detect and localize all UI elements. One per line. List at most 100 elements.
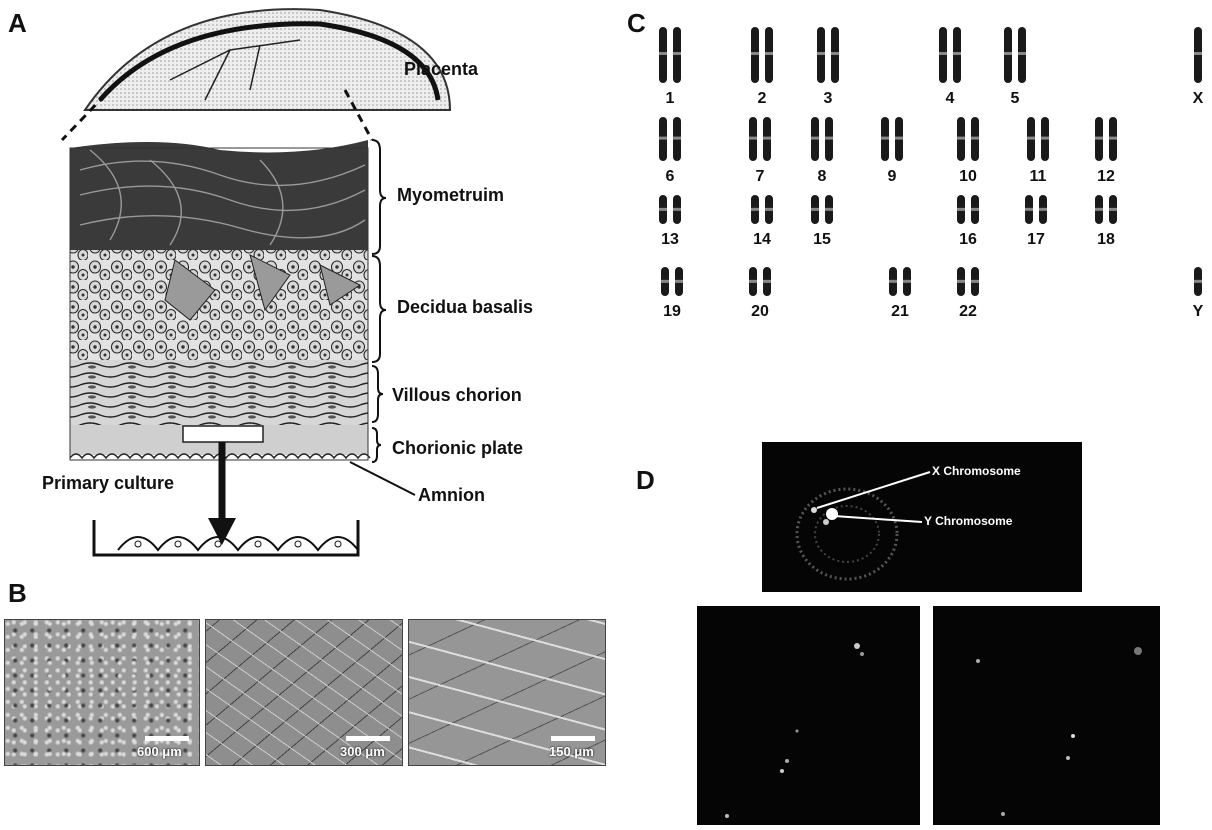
chromosome-4: 4 bbox=[930, 25, 970, 108]
chromosome-18: 18 bbox=[1086, 193, 1126, 249]
label-decidua-basalis: Decidua basalis bbox=[397, 297, 533, 318]
chromosome-pair-11 bbox=[1018, 115, 1058, 163]
chromosome-number: 17 bbox=[1016, 231, 1056, 249]
fish-left-signals bbox=[697, 606, 920, 825]
scale-bar bbox=[145, 736, 189, 741]
panel-a: Placenta Myometruim Decidua basalis Vill… bbox=[0, 0, 600, 570]
micrograph-600: 600 μm bbox=[4, 619, 200, 766]
chromosome-number: X bbox=[1178, 90, 1212, 108]
panel-b-letter: B bbox=[8, 578, 27, 609]
chromosome-pair-5 bbox=[995, 25, 1035, 85]
chromosome-pair-4 bbox=[930, 25, 970, 85]
chromosome-16: 16 bbox=[948, 193, 988, 249]
chromosome-pair-19 bbox=[652, 265, 692, 298]
chromosome-number: 1 bbox=[650, 90, 690, 108]
chromosome-pair-8 bbox=[802, 115, 842, 163]
chromosome-number: 2 bbox=[742, 90, 782, 108]
panel-d-letter: D bbox=[636, 465, 655, 496]
chromosome-number: 22 bbox=[948, 303, 988, 321]
label-villous-chorion: Villous chorion bbox=[392, 385, 522, 406]
chromosome-pair-13 bbox=[650, 193, 690, 226]
chromosome-number: 18 bbox=[1086, 231, 1126, 249]
fish-nuclei-image-right bbox=[933, 606, 1160, 825]
chromosome-number: 8 bbox=[802, 168, 842, 186]
chromosome-8: 8 bbox=[802, 115, 842, 186]
chromosome-pair-21 bbox=[880, 265, 920, 298]
chromosome-pair-22 bbox=[948, 265, 988, 298]
scale-bar bbox=[551, 736, 595, 741]
chromosome-number: 20 bbox=[740, 303, 780, 321]
chromosome-3: 3 bbox=[808, 25, 848, 108]
chromosome-pair-15 bbox=[802, 193, 842, 226]
chromosome-21: 21 bbox=[880, 265, 920, 321]
chromosome-pair-X bbox=[1178, 25, 1212, 85]
chromosome-10: 10 bbox=[948, 115, 988, 186]
chromosome-number: 15 bbox=[802, 231, 842, 249]
micrograph-150: 150 μm bbox=[408, 619, 606, 766]
chromosome-pair-14 bbox=[742, 193, 782, 226]
scale-label-300: 300 μm bbox=[340, 744, 385, 759]
label-myometrium: Myometruim bbox=[397, 185, 504, 206]
chromosome-15: 15 bbox=[802, 193, 842, 249]
chromosome-pair-6 bbox=[650, 115, 690, 163]
chromosome-22: 22 bbox=[948, 265, 988, 321]
chromosome-1: 1 bbox=[650, 25, 690, 108]
chromosome-number: 21 bbox=[880, 303, 920, 321]
chromosome-pair-20 bbox=[740, 265, 780, 298]
chromosome-number: 14 bbox=[742, 231, 782, 249]
chromosome-number: Y bbox=[1178, 303, 1212, 321]
label-amnion: Amnion bbox=[418, 485, 485, 506]
scale-label-600: 600 μm bbox=[137, 744, 182, 759]
chromosome-X: X bbox=[1178, 25, 1212, 108]
chromosome-pair-7 bbox=[740, 115, 780, 163]
chromosome-17: 17 bbox=[1016, 193, 1056, 249]
chromosome-2: 2 bbox=[742, 25, 782, 108]
chromosome-5: 5 bbox=[995, 25, 1035, 108]
chromosome-pair-18 bbox=[1086, 193, 1126, 226]
chromosome-number: 6 bbox=[650, 168, 690, 186]
chromosome-number: 5 bbox=[995, 90, 1035, 108]
chromosome-pair-17 bbox=[1016, 193, 1056, 226]
scale-label-150: 150 μm bbox=[549, 744, 594, 759]
fish-right-signals bbox=[933, 606, 1160, 825]
label-placenta: Placenta bbox=[404, 59, 478, 80]
y-chromosome-label: Y Chromosome bbox=[924, 514, 1012, 528]
chromosome-number: 7 bbox=[740, 168, 780, 186]
chromosome-7: 7 bbox=[740, 115, 780, 186]
x-chromosome-label: X Chromosome bbox=[932, 464, 1021, 478]
chromosome-pair-2 bbox=[742, 25, 782, 85]
chromosome-pair-16 bbox=[948, 193, 988, 226]
micrograph-300: 300 μm bbox=[205, 619, 403, 766]
label-chorionic-plate: Chorionic plate bbox=[392, 438, 523, 459]
chromosome-number: 9 bbox=[872, 168, 912, 186]
chromosome-number: 11 bbox=[1018, 168, 1058, 186]
chromosome-20: 20 bbox=[740, 265, 780, 321]
chromosome-13: 13 bbox=[650, 193, 690, 249]
chromosome-pair-3 bbox=[808, 25, 848, 85]
chromosome-pair-1 bbox=[650, 25, 690, 85]
chromosome-number: 16 bbox=[948, 231, 988, 249]
chromosome-pair-12 bbox=[1086, 115, 1126, 163]
chromosome-pair-10 bbox=[948, 115, 988, 163]
chromosome-11: 11 bbox=[1018, 115, 1058, 186]
fish-nuclei-image-left bbox=[697, 606, 920, 825]
chromosome-6: 6 bbox=[650, 115, 690, 186]
chromosome-Y: Y bbox=[1178, 265, 1212, 321]
scale-bar bbox=[346, 736, 390, 741]
chromosome-pair-Y bbox=[1178, 265, 1212, 298]
fish-metaphase-image: X Chromosome Y Chromosome bbox=[762, 442, 1082, 592]
chromosome-number: 4 bbox=[930, 90, 970, 108]
chromosome-19: 19 bbox=[652, 265, 692, 321]
label-primary-culture: Primary culture bbox=[42, 473, 174, 494]
chromosome-number: 19 bbox=[652, 303, 692, 321]
fish-metaphase-drawing bbox=[762, 442, 1082, 592]
chromosome-number: 13 bbox=[650, 231, 690, 249]
chromosome-pair-9 bbox=[872, 115, 912, 163]
chromosome-number: 3 bbox=[808, 90, 848, 108]
chromosome-9: 9 bbox=[872, 115, 912, 186]
chromosome-number: 10 bbox=[948, 168, 988, 186]
chromosome-number: 12 bbox=[1086, 168, 1126, 186]
chromosome-14: 14 bbox=[742, 193, 782, 249]
chromosome-12: 12 bbox=[1086, 115, 1126, 186]
